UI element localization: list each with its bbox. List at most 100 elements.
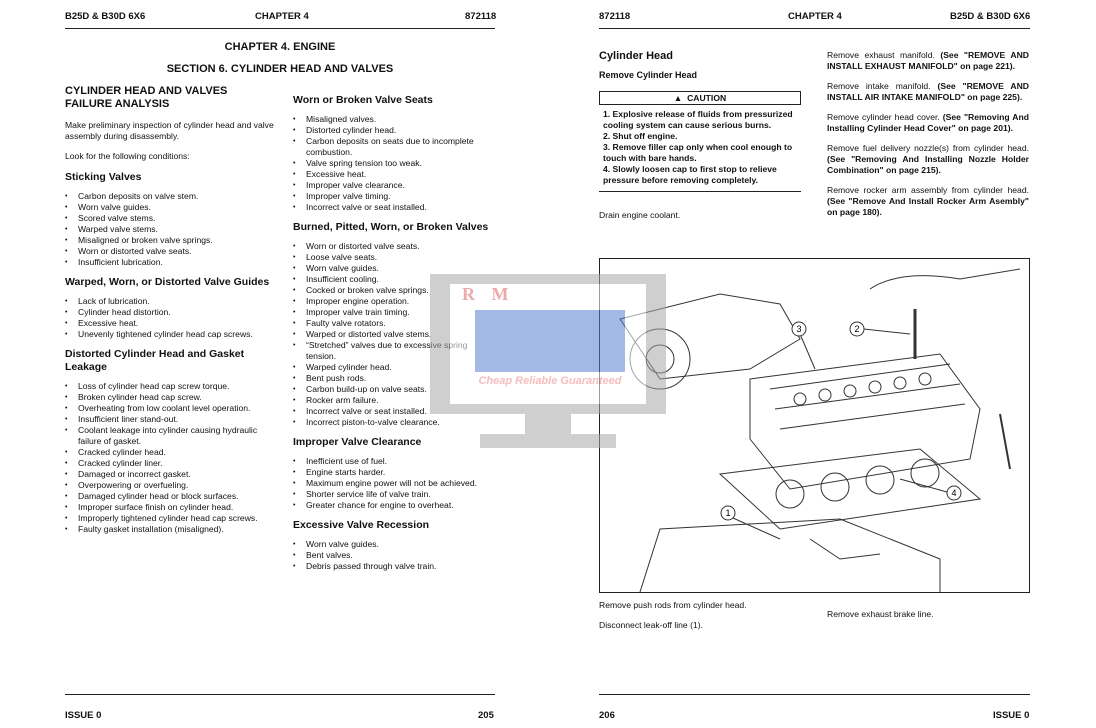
header-doc-no: 872118 — [599, 11, 631, 22]
list-item: Loss of cylinder head cap screw torque. — [65, 381, 275, 392]
list-item: Incorrect piston-to-valve clearance. — [293, 417, 493, 428]
heading-cylinder-head: Cylinder Head — [599, 50, 673, 62]
list-item: Warped cylinder head. — [293, 362, 493, 373]
list-item: Debris passed through valve train. — [293, 561, 493, 572]
look-for-text: Look for the following conditions: — [65, 151, 190, 161]
footer-page-number: 206 — [599, 710, 615, 721]
section-title: SECTION 6. CYLINDER HEAD AND VALVES — [166, 63, 394, 75]
exhaust-manifold-shape — [619, 293, 801, 380]
list-item: Warped or distorted valve stems. — [293, 329, 493, 340]
valve-springs — [793, 372, 932, 406]
footer-page-number: 205 — [478, 710, 494, 721]
list-item: Improper engine operation. — [293, 296, 493, 307]
bullet-list: Carbon deposits on valve stem.Worn valve… — [65, 191, 275, 268]
bullet-list: Loss of cylinder head cap screw torque.B… — [65, 381, 275, 535]
list-item: Improper valve clearance. — [293, 180, 493, 191]
header-chapter: CHAPTER 4 — [255, 11, 309, 22]
header-model: B25D & B30D 6X6 — [950, 11, 1031, 22]
bullet-list: Lack of lubrication.Cylinder head distor… — [65, 296, 275, 340]
right-right-column: Remove exhaust manifold. (See "REMOVE AN… — [827, 50, 1029, 227]
list-item: Maximum engine power will not be achieve… — [293, 478, 493, 489]
engine-figure: 3 2 4 1 — [599, 258, 1030, 593]
list-item: Inefficient use of fuel. — [293, 456, 493, 467]
list-item: Carbon build-up on valve seats. — [293, 384, 493, 395]
list-item: Carbon deposits on seats due to incomple… — [293, 136, 493, 158]
caution-line: 2. Shut off engine. — [603, 131, 678, 141]
callout-4 — [899, 478, 962, 501]
list-item: Faulty gasket installation (misaligned). — [65, 524, 275, 535]
caution-label: CAUTION — [687, 93, 727, 103]
subheading-remove: Remove Cylinder Head — [599, 70, 698, 80]
after-figure-right: Remove exhaust brake line. — [827, 609, 1029, 629]
step-text: Remove exhaust brake line. — [827, 609, 934, 619]
list-item: Faulty valve rotators. — [293, 318, 493, 329]
caution-line: 4. Slowly loosen cap to first stop to re… — [603, 164, 777, 185]
list-item: Coolant leakage into cylinder causing hy… — [65, 425, 275, 447]
footer-rule — [599, 694, 1030, 695]
list-item: Greater chance for engine to overheat. — [293, 500, 493, 511]
list-item: Damaged cylinder head or block surfaces. — [65, 491, 275, 502]
header-chapter: CHAPTER 4 — [788, 11, 842, 22]
list-item: Improper surface finish on cylinder head… — [65, 502, 275, 513]
middle-column: Worn or Broken Valve Seats Misaligned va… — [293, 94, 493, 578]
list-item: “Stretched” valves due to excessive spri… — [293, 340, 493, 362]
caution-line: 3. Remove filler cap only when cool enou… — [603, 142, 793, 163]
head-gasket-shape — [718, 448, 982, 530]
section-valve-guides: Warped, Worn, or Distorted Valve Guides … — [65, 276, 275, 340]
list-item: Misaligned or broken valve springs. — [65, 235, 275, 246]
list-item: Improper valve timing. — [293, 191, 493, 202]
drain-coolant-text: Drain engine coolant. — [599, 210, 681, 220]
list-item: Cocked or broken valve springs. — [293, 285, 493, 296]
list-item: Broken cylinder head cap screw. — [65, 392, 275, 403]
section-gasket-leakage: Distorted Cylinder Head and Gasket Leaka… — [65, 348, 275, 535]
list-item: Insufficient cooling. — [293, 274, 493, 285]
chapter-title: CHAPTER 4. ENGINE — [224, 41, 336, 53]
list-item: Incorrect valve or seat installed. — [293, 406, 493, 417]
list-item: Worn or distorted valve seats. — [65, 246, 275, 257]
intro-text: Make preliminary inspection of cylinder … — [65, 120, 274, 141]
bullet-list: Worn valve guides.Bent valves.Debris pas… — [293, 539, 493, 572]
section-burned-valves: Burned, Pitted, Worn, or Broken Valves W… — [293, 221, 493, 428]
callout-label: 4 — [951, 488, 956, 498]
warning-triangle-icon: ▲ — [673, 93, 683, 103]
step-text: Remove push rods from cylinder head. — [599, 600, 747, 610]
list-item: Valve spring tension too weak. — [293, 158, 493, 169]
list-item: Worn or distorted valve seats. — [293, 241, 493, 252]
list-item: Cracked cylinder liner. — [65, 458, 275, 469]
engine-block-shape — [639, 518, 941, 592]
bullet-list: Misaligned valves.Distorted cylinder hea… — [293, 114, 493, 213]
footer-rule — [65, 694, 495, 695]
list-item: Improper valve train timing. — [293, 307, 493, 318]
step-1: Remove intake manifold. (See "REMOVE AND… — [827, 81, 1030, 102]
bullet-list: Inefficient use of fuel.Engine starts ha… — [293, 456, 493, 511]
cylinder-head-shape — [749, 353, 981, 490]
section-valve-seats: Worn or Broken Valve Seats Misaligned va… — [293, 94, 493, 213]
callout-label: 3 — [796, 324, 801, 334]
bullet-list: Worn or distorted valve seats.Loose valv… — [293, 241, 493, 428]
main-heading: CYLINDER HEAD AND VALVES FAILURE ANALYSI… — [65, 85, 228, 110]
callout-label: 2 — [854, 324, 859, 334]
section-heading: Burned, Pitted, Worn, or Broken Valves — [293, 221, 489, 233]
section-valve-recession: Excessive Valve Recession Worn valve gui… — [293, 519, 493, 572]
right-left-column: Cylinder Head Remove Cylinder Head ▲ CAU… — [599, 50, 801, 230]
list-item: Insufficient liner stand-out. — [65, 414, 275, 425]
section-sticking-valves: Sticking Valves Carbon deposits on valve… — [65, 171, 275, 268]
section-heading: Distorted Cylinder Head and Gasket Leaka… — [65, 348, 245, 373]
step-text: Disconnect leak-off line (1). — [599, 620, 703, 630]
list-item: Damaged or incorrect gasket. — [65, 469, 275, 480]
list-item: Overpowering or overfueling. — [65, 480, 275, 491]
cylinder-head-illustration: 3 2 4 1 — [619, 268, 1021, 592]
list-item: Overheating from low coolant level opera… — [65, 403, 275, 414]
turbo-shape — [629, 328, 691, 390]
step-4: Remove rocker arm assembly from cylinder… — [827, 185, 1029, 217]
header-doc-no: 872118 — [465, 11, 497, 22]
after-figure-left: Remove push rods from cylinder head. Dis… — [599, 600, 809, 640]
callout-2 — [849, 321, 911, 337]
header-rule — [599, 28, 1030, 29]
list-item: Excessive heat. — [293, 169, 493, 180]
step-3: Remove fuel delivery nozzle(s) from cyli… — [827, 143, 1029, 175]
list-item: Bent push rods. — [293, 373, 493, 384]
list-item: Distorted cylinder head. — [293, 125, 493, 136]
section-heading: Worn or Broken Valve Seats — [293, 94, 433, 106]
caution-box: ▲ CAUTION — [599, 91, 801, 105]
